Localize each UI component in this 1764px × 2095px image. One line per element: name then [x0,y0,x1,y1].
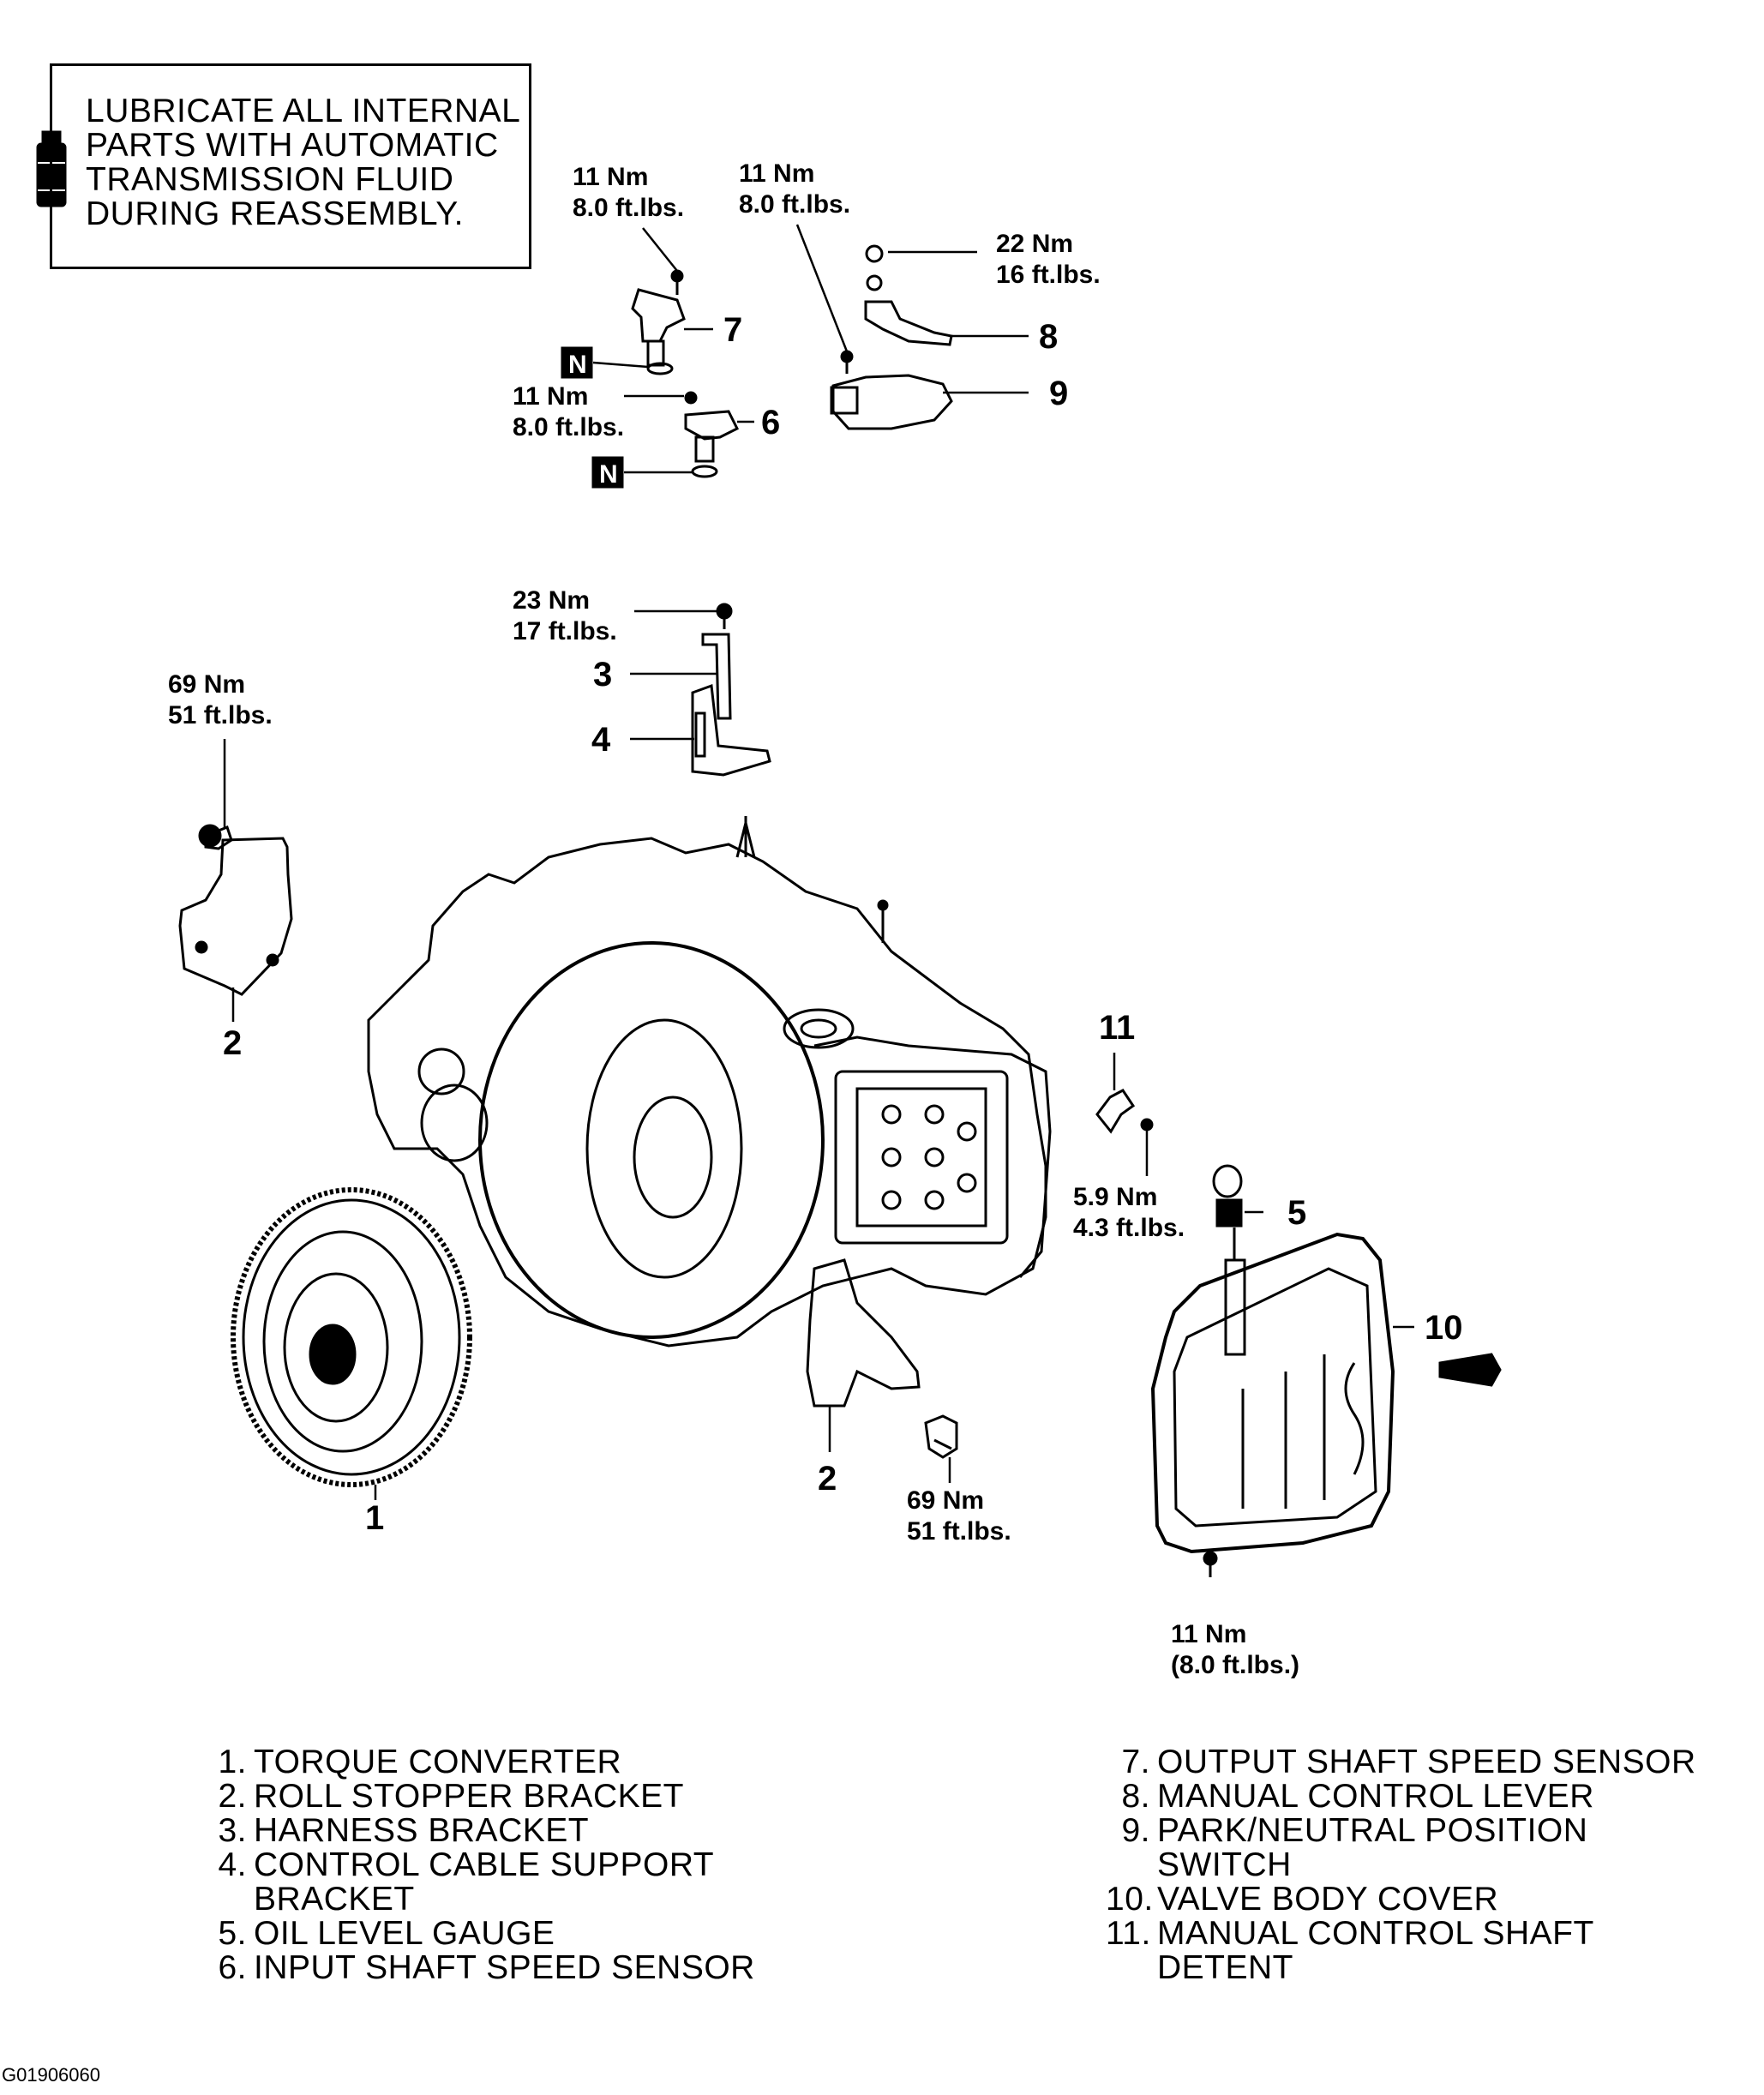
direction-pointer-icon [1438,1353,1502,1387]
roll-stopper-bolt-lower [924,1414,958,1459]
parts-legend-left: 1.TORQUE CONVERTER 2.ROLL STOPPER BRACKE… [202,1745,755,1985]
callout-10: 10 [1425,1309,1463,1347]
output-shaft-speed-sensor [631,269,686,375]
note-line: PARTS WITH AUTOMATIC [86,127,499,164]
legend-item: 8.MANUAL CONTROL LEVER [1121,1778,1594,1815]
callout-1: 1 [365,1499,384,1537]
legend-item: 3.HARNESS BRACKET [218,1812,590,1849]
legend-item: DETENT [1157,1949,1293,1986]
legend-item: 9.PARK/NEUTRAL POSITION [1121,1812,1588,1849]
legend-item: BRACKET [254,1881,415,1918]
new-part-icon-7 [561,346,593,379]
callout-7: 7 [723,311,742,349]
legend-item: 11.MANUAL CONTROL SHAFT [1106,1915,1594,1952]
new-part-icon-6 [591,456,624,489]
leader-lines [223,224,1414,1500]
note-line: TRANSMISSION FLUID [86,161,454,198]
legend-item: 10.VALVE BODY COVER [1106,1881,1499,1918]
torque-converter [231,1187,472,1487]
manual-control-shaft-detent [1095,1089,1154,1134]
park-neutral-position-switch [830,374,953,430]
callout-3: 3 [593,656,612,693]
transmission-case [367,816,1052,1348]
note-line: DURING REASSEMBLY. [86,195,465,232]
callout-11: 11 [1099,1009,1135,1047]
oil-level-gauge [1212,1164,1246,1356]
legend-item: 4.CONTROL CABLE SUPPORT [218,1846,715,1883]
legend-item: 2.ROLL STOPPER BRACKET [218,1778,684,1815]
new-part-label-7: N [568,351,587,379]
parts-legend-right: 7.OUTPUT SHAFT SPEED SENSOR 8.MANUAL CON… [1106,1745,1696,1985]
lubrication-note: LUBRICATE ALL INTERNAL PARTS WITH AUTOMA… [86,94,520,231]
callout-6: 6 [761,404,780,441]
legend-item: SWITCH [1157,1846,1292,1883]
callout-8: 8 [1039,318,1058,356]
legend-item: 6.INPUT SHAFT SPEED SENSOR [218,1949,755,1986]
lubrication-note-box [50,63,531,269]
callout-5: 5 [1287,1194,1306,1232]
legend-item: 5.OIL LEVEL GAUGE [218,1915,555,1952]
legend-item: 1.TORQUE CONVERTER [218,1744,622,1780]
callout-4: 4 [591,721,611,759]
callout-2-left: 2 [223,1024,242,1062]
callout-2-lower: 2 [818,1460,837,1498]
roll-stopper-bolt-left [198,824,222,848]
control-cable-support-bracket [691,683,771,777]
roll-stopper-bracket-lower [806,1258,921,1408]
figure-id: G01906060 [2,2064,100,2086]
note-line: LUBRICATE ALL INTERNAL [86,93,521,129]
roll-stopper-bracket-left [178,825,293,996]
valve-body-cover [1150,1232,1395,1577]
legend-item: 7.OUTPUT SHAFT SPEED SENSOR [1121,1744,1696,1780]
callout-9: 9 [1049,375,1068,412]
torque-part10: 11 Nm(8.0 ft.lbs.) [1171,1620,1299,1679]
manual-control-lever [840,244,953,374]
new-part-label-6: N [599,460,618,489]
input-shaft-speed-sensor [684,391,740,478]
harness-bracket [701,603,733,720]
